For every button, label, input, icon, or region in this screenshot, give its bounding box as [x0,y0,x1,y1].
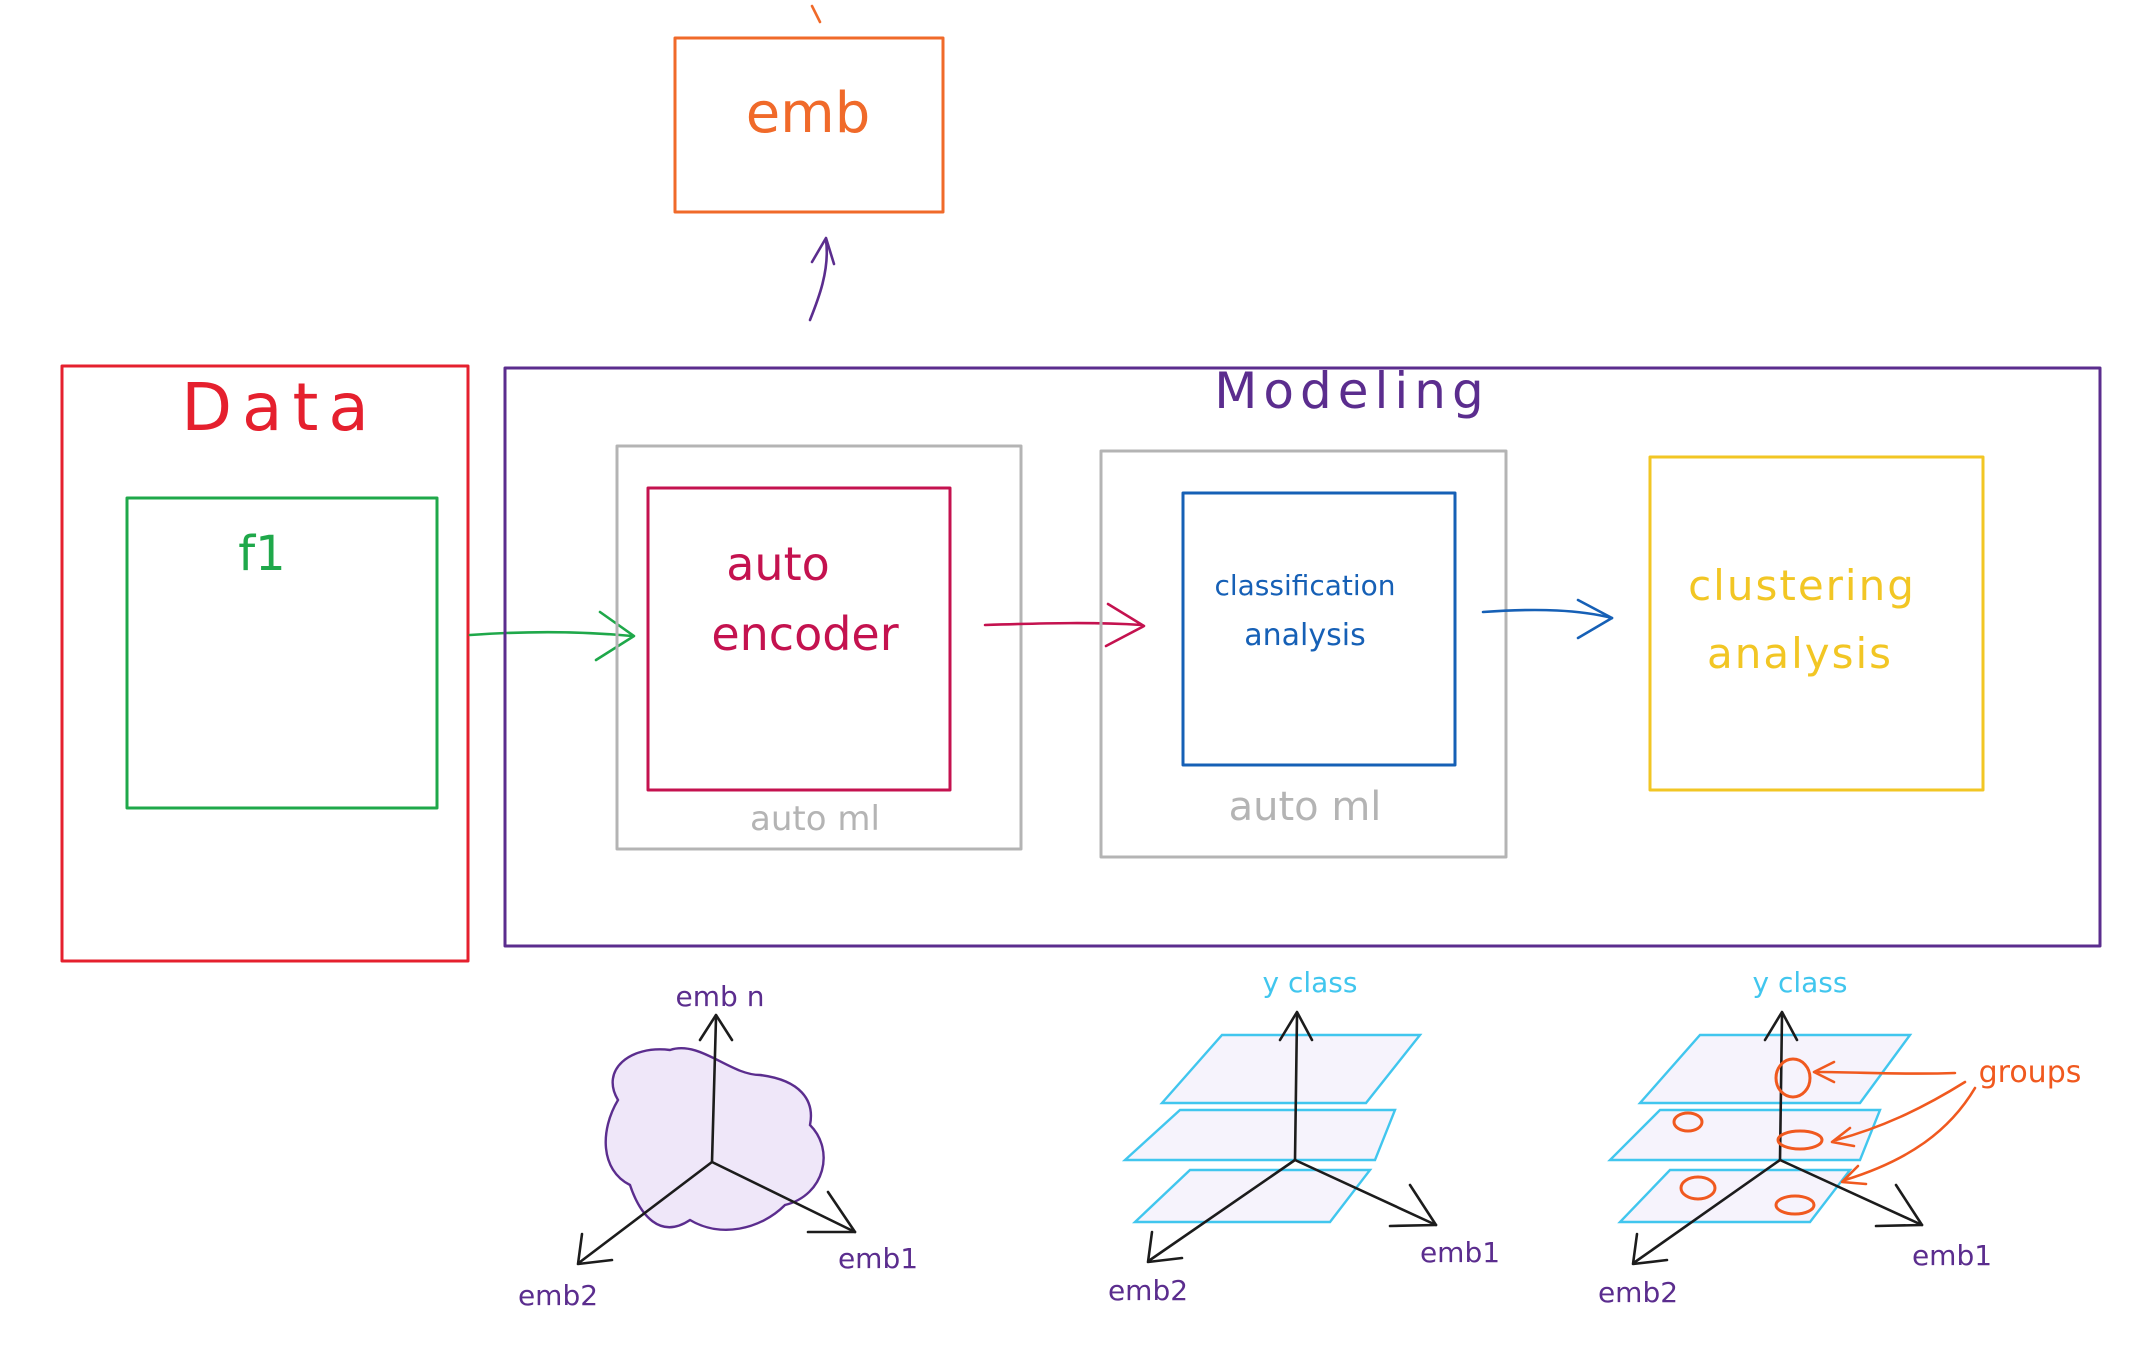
automl-wrapper-2 [1099,449,1508,859]
classification-box [1181,491,1457,767]
clustering-line2: analysis [1707,629,1893,678]
emb-outgoing-line [810,4,822,24]
class-plane-1 [1159,1033,1423,1105]
clustering-plot: groups y class emb1 emb2 [1598,966,2081,1309]
feature-label: f1 [238,526,285,582]
embedding-plot: emb n emb1 emb2 [518,980,918,1312]
group-marker [1679,1175,1717,1201]
plot3-y-label: y class [1753,966,1848,999]
clustering-line1: clustering [1688,561,1916,610]
plot1-x-label: emb1 [838,1242,918,1275]
classification-plot: y class emb1 emb2 [1108,966,1500,1307]
autoencoder-box [646,486,952,792]
emb-box: emb [673,36,945,214]
automl-label-1: auto ml [750,799,880,839]
autoencoder-line2: encoder [711,607,898,661]
modeling-panel: Modeling auto ml auto encoder auto ml cl… [503,362,2102,948]
x-axis [710,1160,857,1234]
z-axis [578,1160,714,1264]
arrow-data-to-autoencoder [468,610,636,662]
class-plane-3 [1131,1168,1373,1224]
groups-label: groups [1979,1055,2082,1090]
group-marker [1672,1111,1704,1133]
y-axis [710,1016,718,1164]
data-panel: Data f1 [60,364,470,963]
embedding-cloud [604,1047,825,1231]
classification-line2: analysis [1244,618,1365,653]
modeling-title: Modeling [1214,362,1489,420]
classification-line1: classification [1214,569,1395,602]
plot1-z-label: emb2 [518,1279,598,1312]
group-marker [1774,1057,1812,1099]
group-marker [1774,1194,1816,1216]
clustering-box [1648,455,1985,792]
automl-wrapper-1 [615,444,1023,851]
autoencoder-line1: auto [726,537,830,591]
emb-label: emb [746,81,871,146]
feature-box [125,496,439,810]
arrow-to-emb [808,236,836,322]
group-marker [1776,1129,1824,1151]
plot2-y-label: y class [1263,966,1358,999]
automl-label-2: auto ml [1229,784,1382,830]
plot3-x-label: emb1 [1912,1239,1992,1272]
data-title: Data [181,369,379,446]
class-plane-2 [1121,1108,1397,1162]
plot2-z-label: emb2 [1108,1274,1188,1307]
plot3-z-label: emb2 [1598,1276,1678,1309]
plot2-x-label: emb1 [1420,1236,1500,1269]
plot1-y-label: emb n [676,980,765,1013]
